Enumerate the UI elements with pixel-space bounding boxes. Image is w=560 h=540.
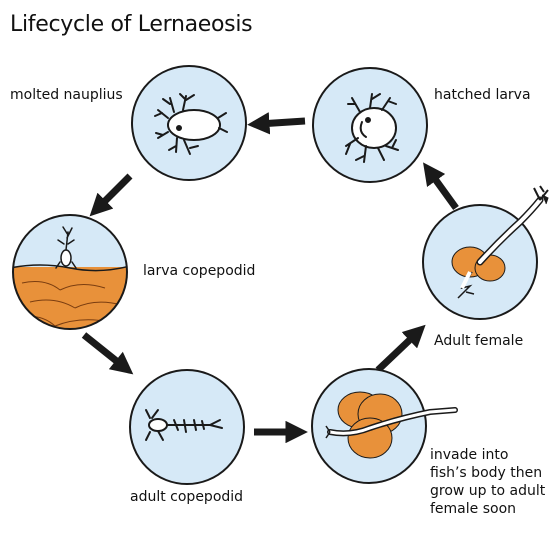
stage-hatched-larva	[312, 67, 428, 183]
label-adult-copepodid: adult copepodid	[130, 489, 244, 505]
copepod-icon	[145, 409, 223, 441]
arrow-adult-female-to-hatched	[423, 162, 459, 211]
arrow-copepodid-to-adult-copepodid	[81, 332, 134, 375]
label-invade: invade into fish’s body then grow up to …	[430, 447, 546, 517]
larva-icon	[345, 93, 399, 163]
adult-female-icon	[451, 185, 549, 299]
invading-parasite-icon	[325, 391, 458, 459]
nauplius-icon	[154, 93, 228, 155]
stage-molted-nauplius	[131, 65, 247, 181]
label-larva-copepodid: larva copepodid	[143, 263, 256, 279]
arrow-invade-to-adult-female	[375, 324, 426, 373]
page-title: Lifecycle of Lernaeosis	[10, 12, 253, 37]
stage-adult-copepodid	[129, 369, 245, 485]
arrow-molted-to-copepodid	[89, 173, 133, 217]
cycle-arrows	[81, 112, 459, 444]
stage-larva-copepodid	[12, 214, 128, 330]
stage-adult-female	[422, 185, 549, 320]
label-molted-nauplius: molted nauplius	[10, 87, 123, 103]
stage-invade	[311, 368, 458, 484]
label-adult-female: Adult female	[434, 333, 524, 349]
arrow-hatched-to-molted	[247, 112, 306, 135]
label-hatched-larva: hatched larva	[434, 87, 531, 103]
